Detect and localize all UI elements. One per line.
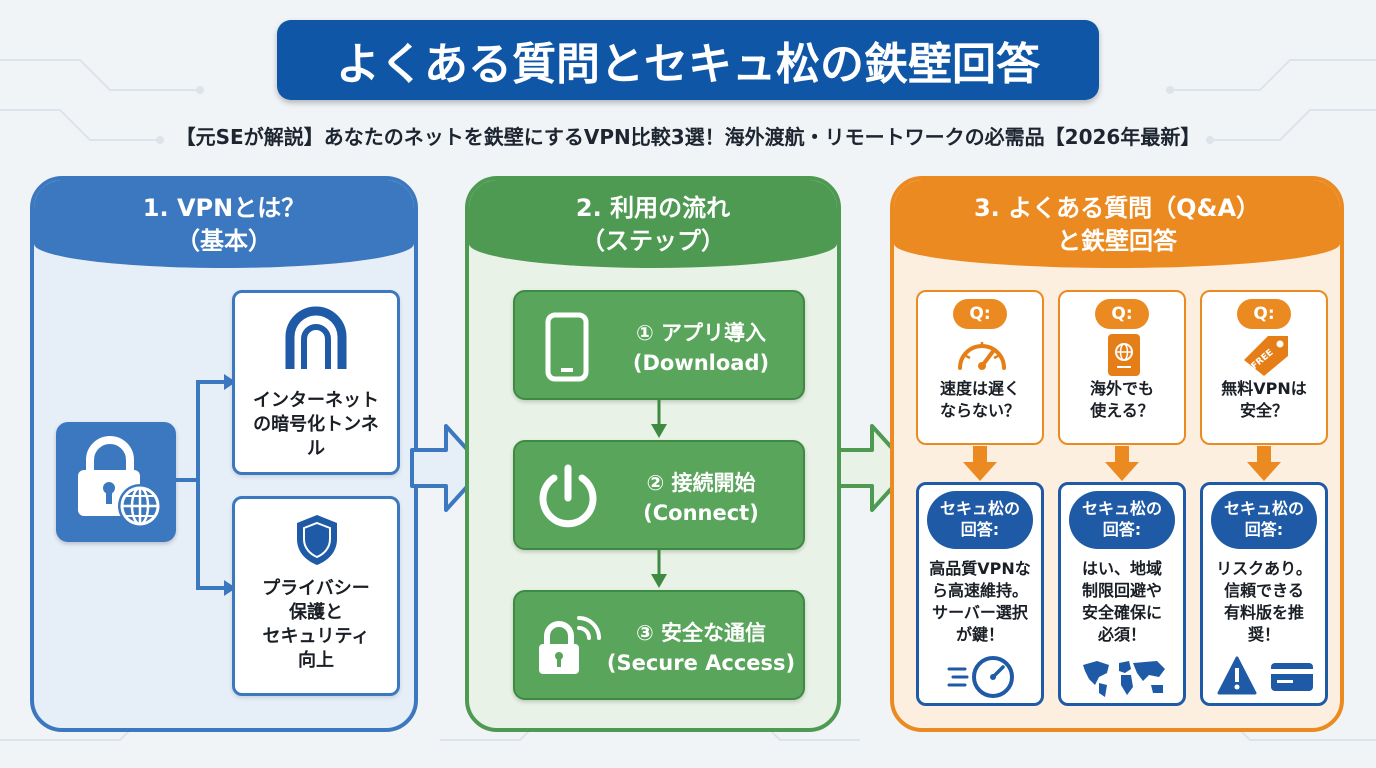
question-card-overseas: Q: 海外でも 使える？: [1058, 290, 1186, 445]
lock-globe-icon: [56, 422, 176, 542]
page-title: よくある質問とセキュ松の鉄壁回答: [277, 20, 1099, 100]
world-map-icon: [1083, 661, 1165, 697]
smartphone-icon: [545, 312, 589, 382]
panel-vpn-basics: 1. VPNとは？ （基本） インターネット の暗号化トンネ ル: [30, 176, 418, 732]
power-icon: [539, 464, 597, 528]
panel-qa-heading: 3. よくある質問（Q&A） と鉄壁回答: [894, 180, 1340, 268]
step-secure-access: ③ 安全な通信 (Secure Access): [513, 590, 805, 700]
arrow-down-icon: [651, 550, 667, 588]
tunnel-icon: [285, 306, 347, 369]
step-connect: ② 接続開始 (Connect): [513, 440, 805, 550]
arrow-down-icon: [651, 400, 667, 438]
branch-connector: [176, 374, 236, 596]
answer-card-overseas: セキュ松の 回答: はい、地域 制限回避や 安全確保に 必須！: [1058, 482, 1186, 706]
feature-card-privacy: プライバシー 保護と セキュリティ 向上: [232, 496, 400, 696]
answer-card-speed: セキュ松の 回答: 高品質VPNな ら高速維持。 サーバー選択 が鍵！: [916, 482, 1044, 706]
question-card-free-vpn: Q: FREE 無料VPNは 安全？: [1200, 290, 1328, 445]
panel-qa: 3. よくある質問（Q&A） と鉄壁回答 Q: 速度は遅く ならない？ セキュ松…: [890, 176, 1344, 732]
arrow-down-icon: [963, 446, 997, 481]
warning-card-icon: [1217, 656, 1313, 695]
speedometer-icon: [958, 342, 1006, 370]
answer-card-free-vpn: セキュ松の 回答: リスクあり。 信頼できる 有料版を推 奨！: [1200, 482, 1328, 706]
step-download: ① アプリ導入 (Download): [513, 290, 805, 400]
passport-icon: [1108, 334, 1140, 376]
panel-usage-flow-heading: 2. 利用の流れ （ステップ）: [469, 180, 837, 268]
question-card-speed: Q: 速度は遅く ならない？: [916, 290, 1044, 445]
page-subtitle: 【元SEが解説】あなたのネットを鉄壁にするVPN比較3選！海外渡航・リモートワー…: [175, 125, 1201, 149]
arrow-down-icon: [1247, 446, 1281, 481]
arrow-down-icon: [1105, 446, 1139, 481]
shield-icon: [297, 515, 337, 565]
free-tag-icon: FREE: [1244, 336, 1288, 376]
panel-usage-flow: 2. 利用の流れ （ステップ） ① アプリ導入 (Download) ② 接続開…: [465, 176, 841, 732]
panel-vpn-basics-heading: 1. VPNとは？ （基本）: [34, 180, 414, 268]
secure-lock-icon: [539, 616, 601, 674]
feature-card-tunnel: インターネット の暗号化トンネ ル: [232, 290, 400, 475]
fast-speed-icon: [947, 656, 1014, 698]
